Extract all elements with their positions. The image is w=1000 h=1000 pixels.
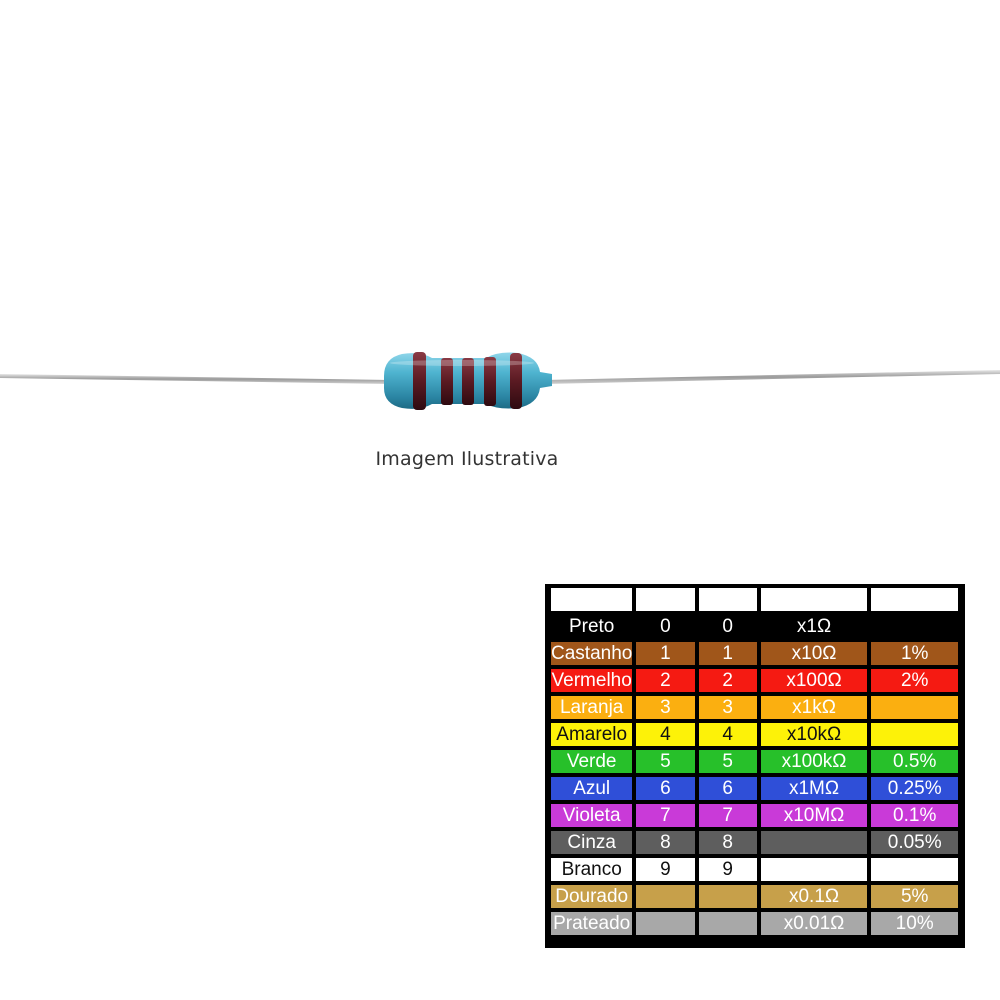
cell-color-name: Castanho: [551, 642, 633, 665]
right-lead: [545, 370, 1000, 384]
cell-second-digit: 4: [698, 723, 757, 746]
header-multiplier: Multiplicador: [760, 588, 868, 611]
cell-first-digit: 4: [636, 723, 695, 746]
cell-tolerance: 5%: [871, 885, 958, 908]
cell-color-name: Azul: [551, 777, 633, 800]
cell-tolerance: [871, 696, 958, 719]
cell-tolerance: 0.5%: [871, 750, 958, 773]
cell-color-name: Verde: [551, 750, 633, 773]
header-tolerance: Tolerancia: [871, 588, 958, 611]
cell-second-digit: 2: [698, 669, 757, 692]
cell-second-digit: 3: [698, 696, 757, 719]
cell-tolerance: 10%: [871, 912, 958, 935]
resistor-band-4: [484, 357, 496, 406]
cell-color-name: Prateado: [551, 912, 633, 935]
cell-second-digit: 9: [698, 858, 757, 881]
cell-second-digit: 7: [698, 804, 757, 827]
cell-multiplier: x1Ω: [760, 615, 868, 638]
cell-color-name: Violeta: [551, 804, 633, 827]
cell-color-name: Cinza: [551, 831, 633, 854]
cell-multiplier: x10MΩ: [760, 804, 868, 827]
cell-multiplier: x100kΩ: [760, 750, 868, 773]
cell-tolerance: 0.05%: [871, 831, 958, 854]
resistor-highlight: [390, 360, 534, 366]
cell-color-name: Branco: [551, 858, 633, 881]
cell-tolerance: 0.25%: [871, 777, 958, 800]
resistor-band-1: [413, 352, 426, 410]
table-header-row: Cor 1º 2º Multiplicador Tolerancia: [551, 588, 958, 611]
cell-second-digit: [698, 912, 757, 935]
cell-color-name: Dourado: [551, 885, 633, 908]
cell-second-digit: 6: [698, 777, 757, 800]
left-lead: [0, 374, 390, 384]
cell-multiplier: x1MΩ: [760, 777, 868, 800]
cell-multiplier: x10Ω: [760, 642, 868, 665]
cell-first-digit: 5: [636, 750, 695, 773]
cell-color-name: Vermelho: [551, 669, 633, 692]
cell-first-digit: 8: [636, 831, 695, 854]
cell-color-name: Amarelo: [551, 723, 633, 746]
cell-tolerance: [871, 615, 958, 638]
cell-second-digit: [698, 885, 757, 908]
cell-multiplier: [760, 858, 868, 881]
cell-first-digit: 6: [636, 777, 695, 800]
cell-first-digit: 9: [636, 858, 695, 881]
cell-first-digit: 0: [636, 615, 695, 638]
cell-multiplier: x100Ω: [760, 669, 868, 692]
cell-color-name: Preto: [551, 615, 633, 638]
cell-first-digit: [636, 912, 695, 935]
resistor-band-5: [510, 353, 522, 409]
cell-tolerance: 2%: [871, 669, 958, 692]
image-caption: Imagem Ilustrativa: [375, 448, 559, 470]
cell-second-digit: 5: [698, 750, 757, 773]
cell-first-digit: 7: [636, 804, 695, 827]
cell-multiplier: x10kΩ: [760, 723, 868, 746]
cell-tolerance: 1%: [871, 642, 958, 665]
cell-tolerance: [871, 858, 958, 881]
resistor-illustration: [0, 330, 1000, 430]
resistor-band-3: [462, 358, 474, 405]
cell-second-digit: 0: [698, 615, 757, 638]
cell-multiplier: x0.01Ω: [760, 912, 868, 935]
cell-first-digit: 3: [636, 696, 695, 719]
cell-first-digit: 2: [636, 669, 695, 692]
header-first-digit: 1º: [636, 588, 695, 611]
cell-second-digit: 8: [698, 831, 757, 854]
cell-multiplier: [760, 831, 868, 854]
header-second-digit: 2º: [698, 588, 757, 611]
resistor-svg: [0, 352, 1000, 410]
cell-multiplier: x0.1Ω: [760, 885, 868, 908]
resistor-color-code-table: Cor 1º 2º Multiplicador Tolerancia Preto…: [545, 584, 965, 948]
cell-multiplier: x1kΩ: [760, 696, 868, 719]
resistor-band-2: [441, 358, 453, 405]
header-cor: Cor: [551, 588, 633, 611]
cell-first-digit: 1: [636, 642, 695, 665]
cell-color-name: Laranja: [551, 696, 633, 719]
cell-tolerance: 0.1%: [871, 804, 958, 827]
cell-second-digit: 1: [698, 642, 757, 665]
cell-tolerance: [871, 723, 958, 746]
cell-first-digit: [636, 885, 695, 908]
